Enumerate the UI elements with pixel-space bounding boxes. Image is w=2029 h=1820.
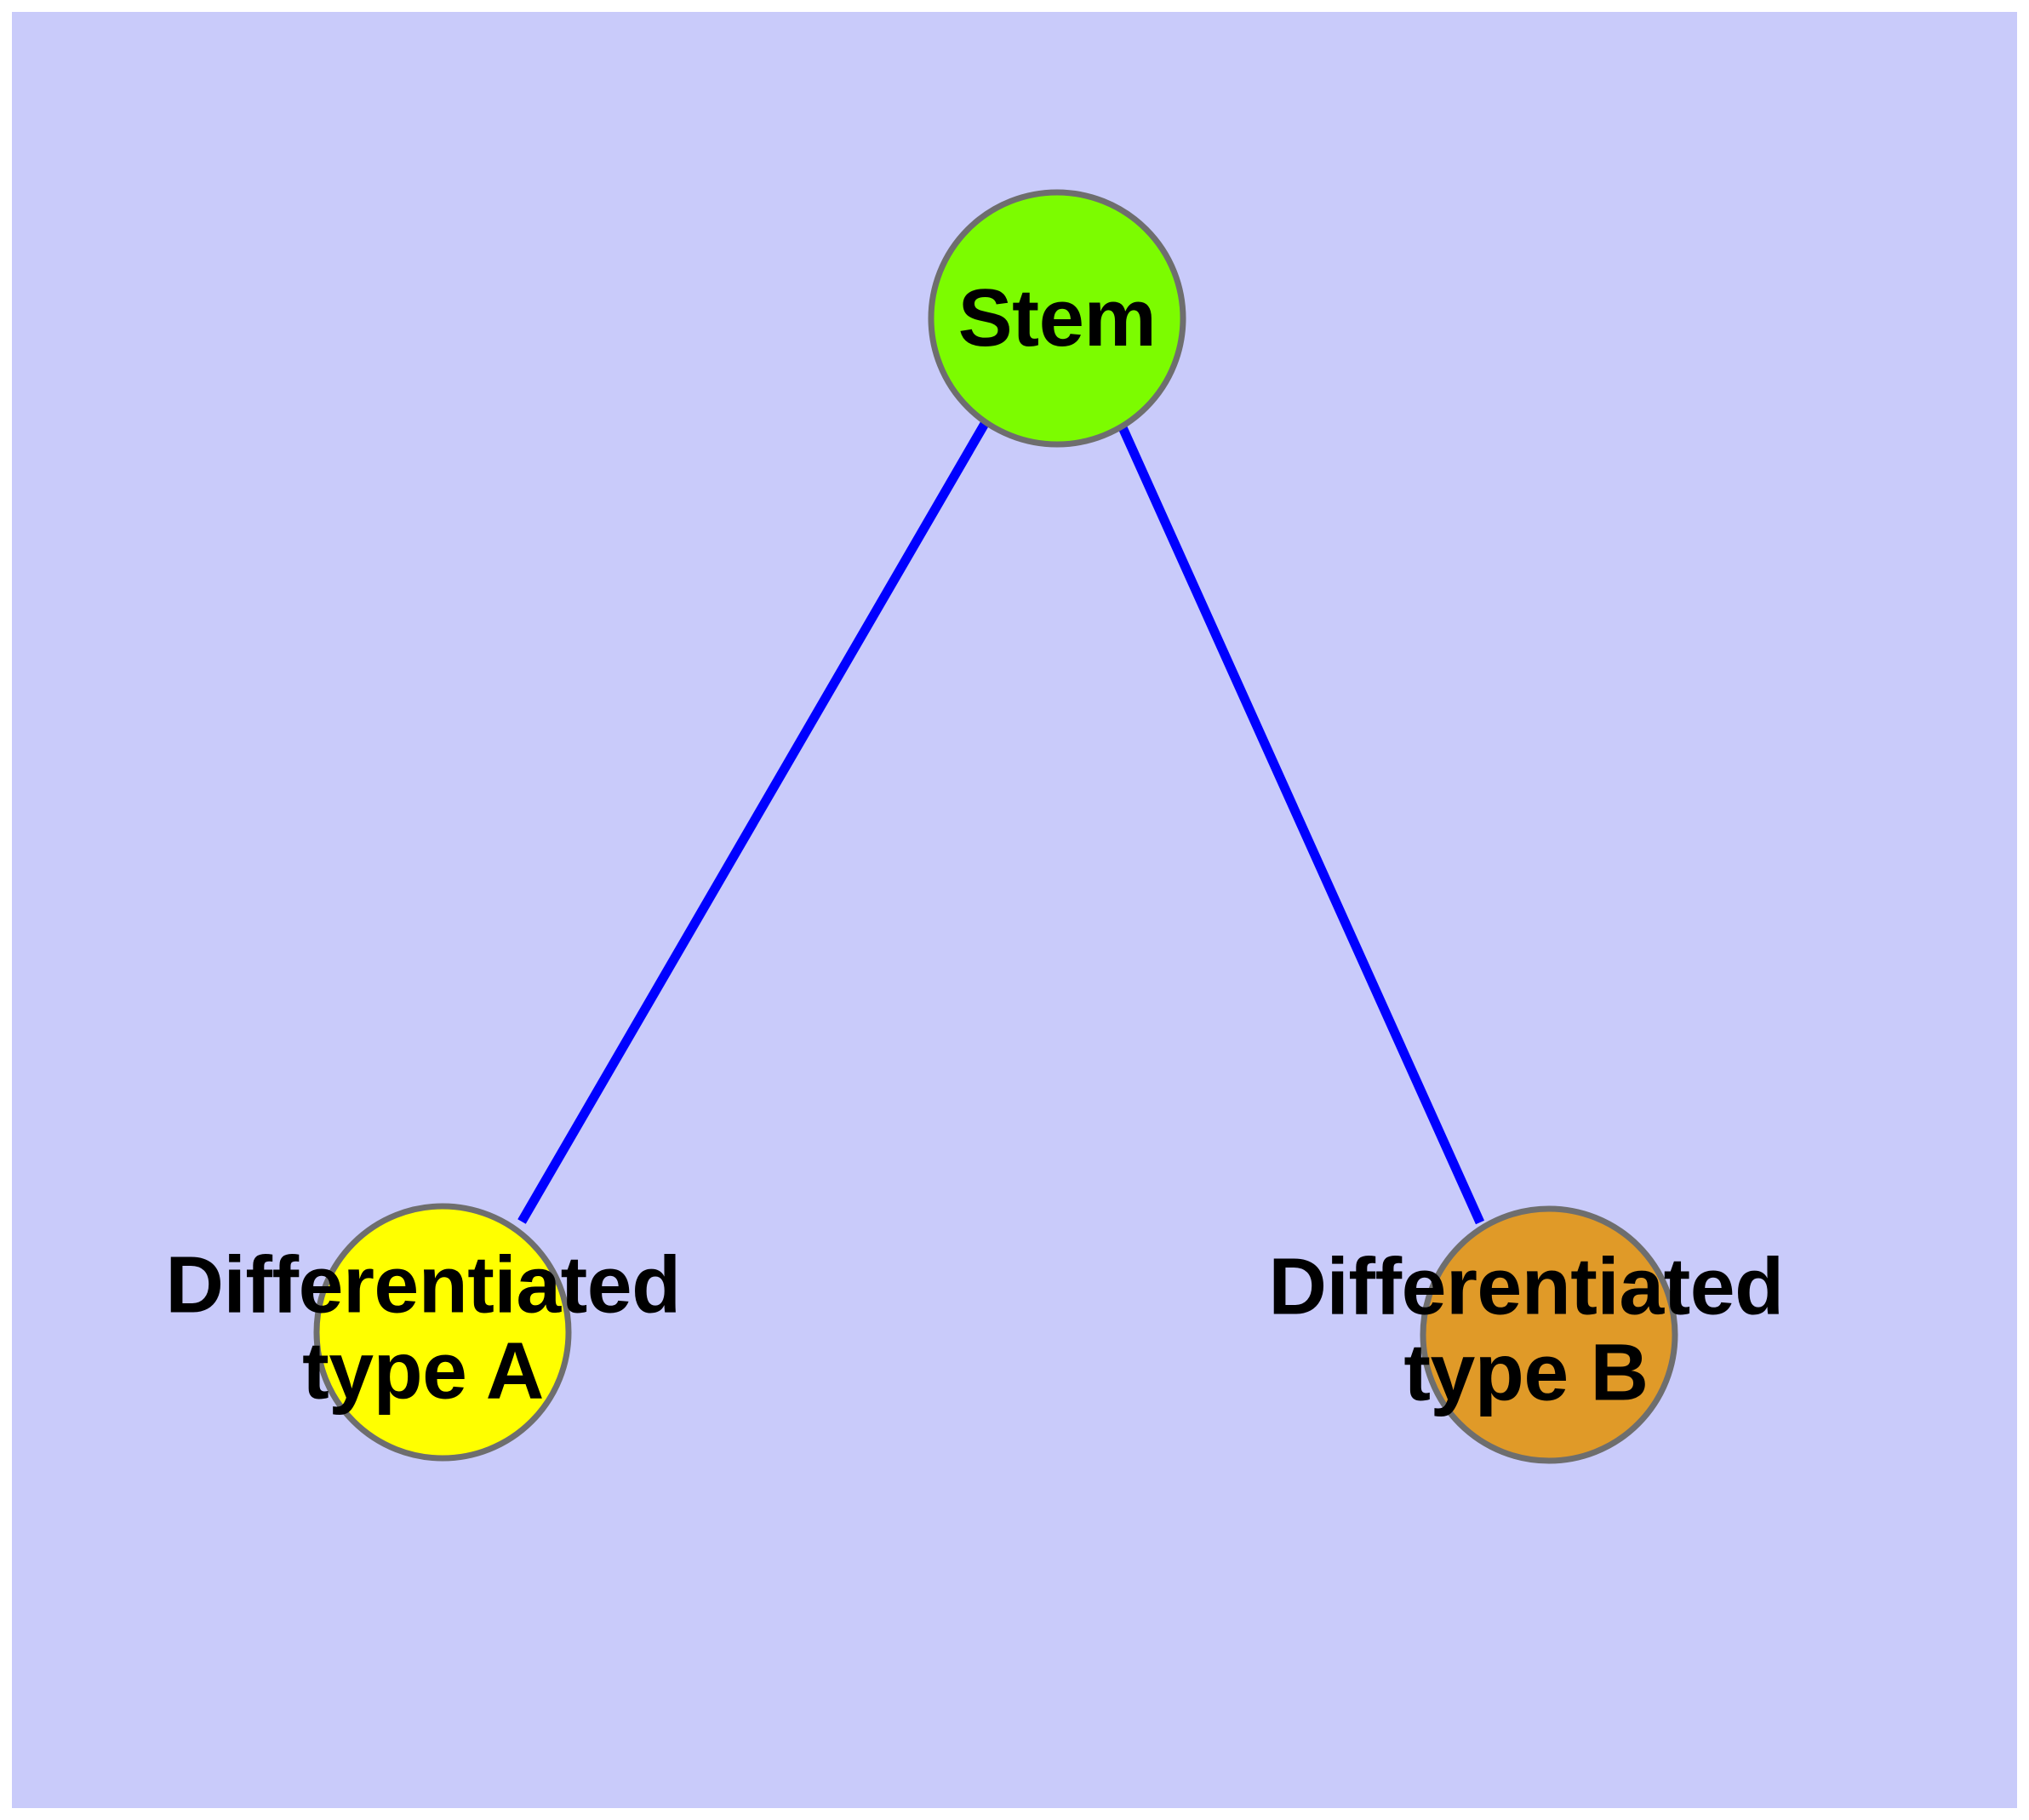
node-circle-stem[interactable] [928,189,1186,448]
edge-stem-diff-a[interactable] [517,420,990,1224]
edge-stem-diff-b[interactable] [1117,423,1485,1225]
node-circle-diff-a[interactable] [313,1203,572,1462]
node-circle-diff-b[interactable] [1420,1205,1678,1464]
edges-group [517,420,1485,1225]
nodes-group [313,189,1678,1464]
